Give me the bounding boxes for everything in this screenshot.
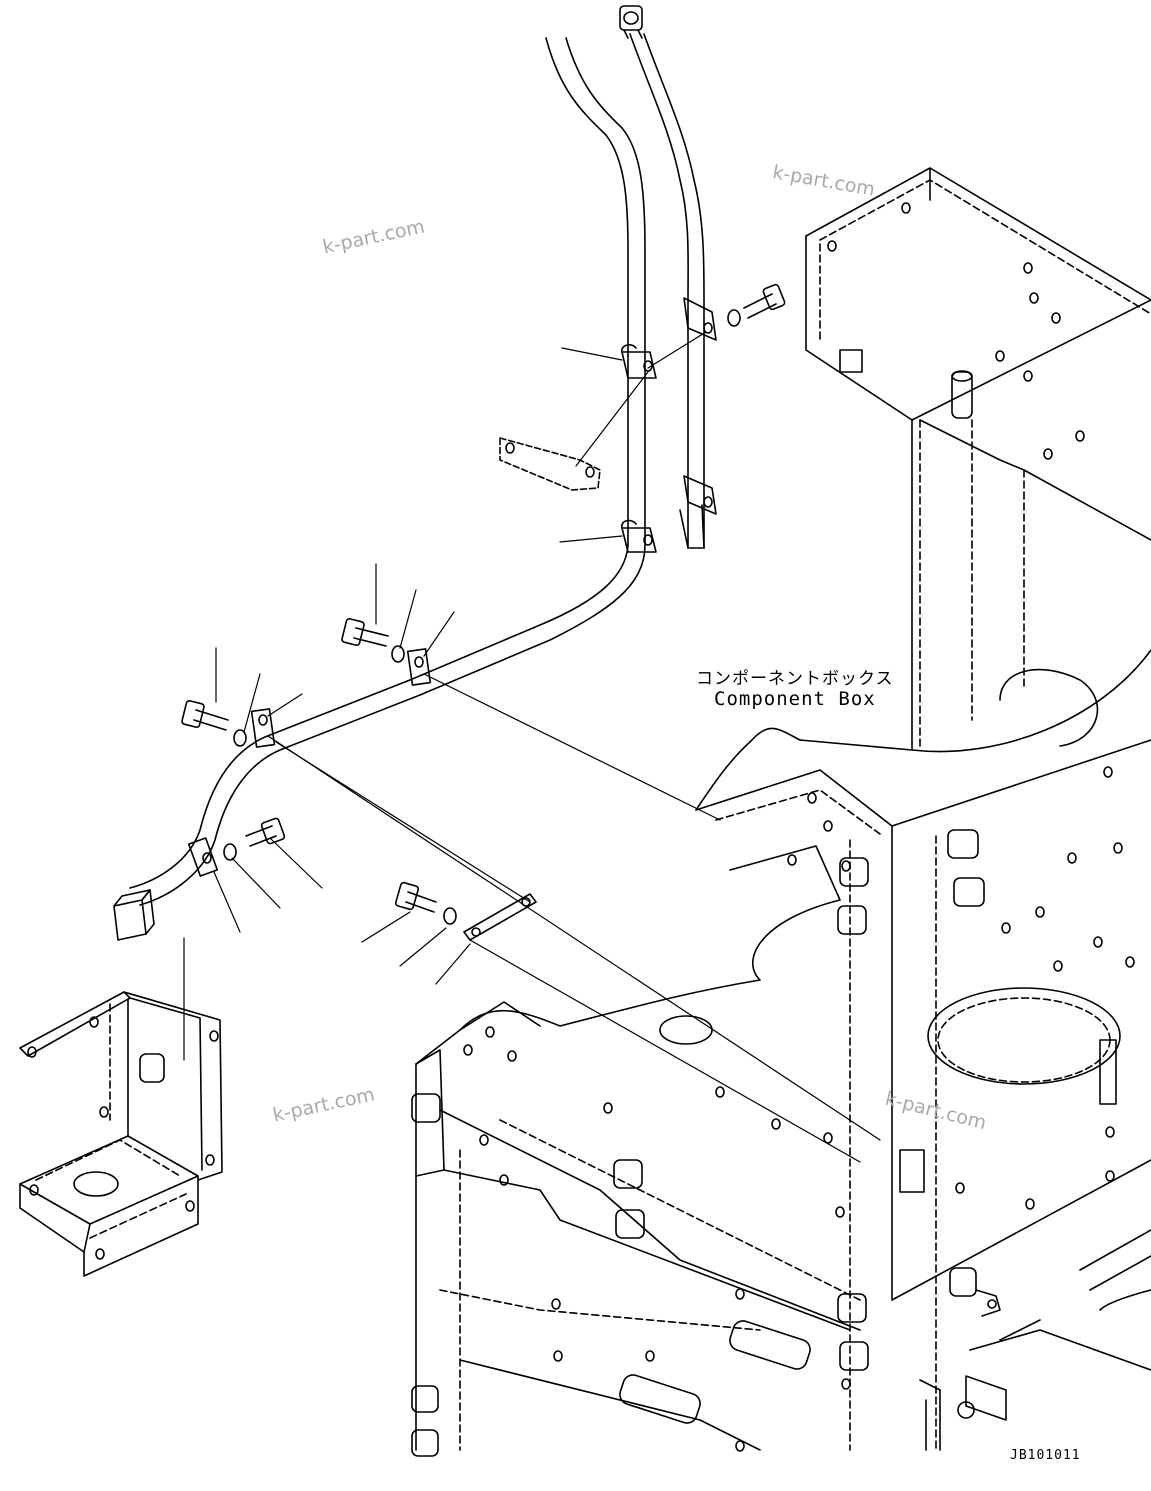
left-bracket (19, 991, 223, 1277)
bolt-low-b (394, 881, 457, 925)
hose-right (629, 33, 705, 549)
component-box-frame (799, 167, 1151, 753)
clamp-mid-b (250, 708, 276, 748)
leader-lines (183, 331, 881, 1163)
clamp-mid-a (406, 648, 432, 686)
component-box-label-en: Component Box (714, 688, 876, 710)
clamp-low (187, 837, 219, 877)
bolt-mid-b (181, 700, 247, 747)
bolt-top-right (727, 283, 786, 327)
hose-end-connector (113, 889, 155, 941)
lower-frame (411, 845, 1151, 1457)
clamp-lower-right (683, 475, 717, 515)
bracket-upper (499, 437, 601, 491)
drawing-code: JB101011 (1010, 1448, 1081, 1463)
clamp-lower-left (621, 519, 657, 553)
component-box-label-jp: コンポーネントボックス (696, 669, 894, 689)
plate-low (463, 893, 537, 941)
hose-top-fitting (619, 5, 643, 39)
bolt-low-a (223, 817, 286, 861)
clamp-upper-left (621, 343, 657, 379)
main-frame (695, 727, 1151, 1451)
clamp-upper-right (683, 297, 717, 341)
hose-left (129, 37, 646, 906)
bolt-mid-a (341, 618, 405, 663)
